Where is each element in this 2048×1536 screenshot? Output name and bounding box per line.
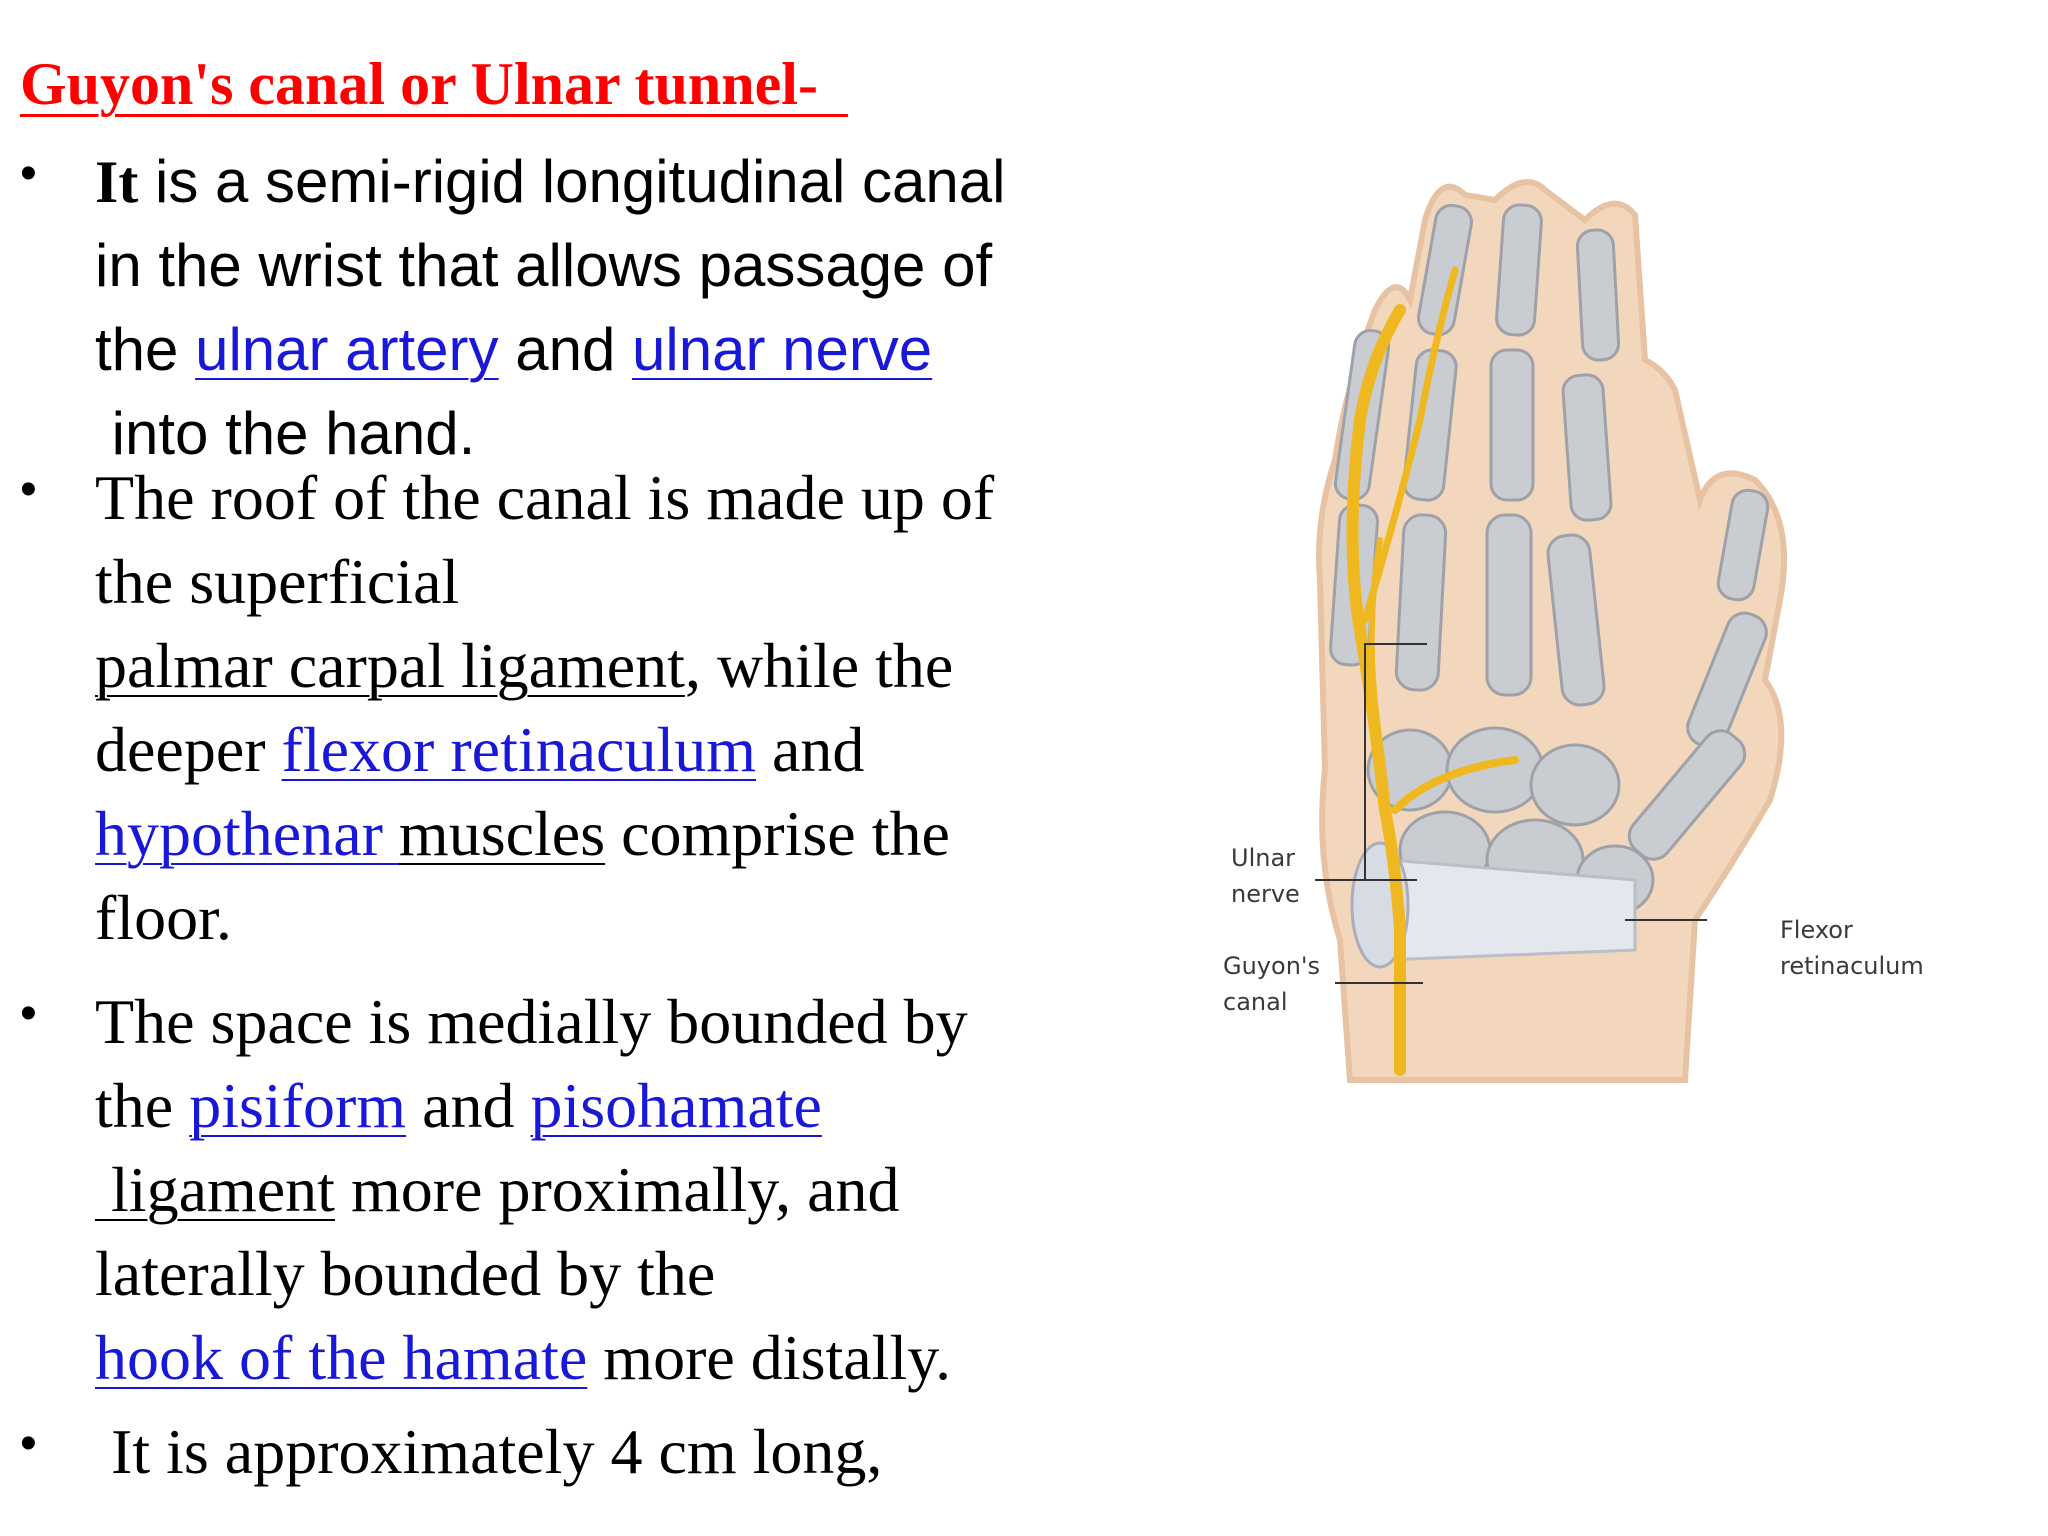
label-ulnar: Ulnar — [1231, 844, 1295, 872]
label-flexor: Flexor — [1780, 916, 1853, 944]
bullet-line: hook of the hamate more distally. — [95, 1316, 1130, 1400]
label-retinaculum: retinaculum — [1780, 952, 1924, 980]
text-segment: comprise the — [605, 798, 950, 869]
bold-text: It — [95, 149, 139, 215]
bullet-text: It is approximately 4 cm long, — [95, 1410, 1130, 1494]
bullet-line: in the wrist that allows passage of — [95, 224, 1130, 308]
bullet-text: It is a semi-rigid longitudinal canal in … — [95, 140, 1130, 476]
hyperlink[interactable]: hypothenar — [95, 798, 399, 869]
bullet-dot-icon: • — [20, 147, 37, 200]
bullet-line: It is approximately 4 cm long, — [95, 1410, 1130, 1494]
bullet-line: hypothenar muscles comprise the — [95, 792, 1130, 876]
underlined-term: ligament — [95, 1154, 335, 1225]
label-canal: canal — [1223, 988, 1288, 1016]
text-segment: floor. — [95, 882, 232, 953]
bullet-line: floor. — [95, 876, 1130, 960]
bullet-line: into the hand. — [95, 392, 1130, 476]
text-segment: is a semi-rigid longitudinal canal — [138, 148, 1006, 215]
hand-anatomy-illustration: Ulnar nerve Guyon's canal Flexor retinac… — [1223, 179, 1924, 1083]
bullet-line: deeper flexor retinaculum and — [95, 708, 1130, 792]
underlined-term: palmar carpal ligament — [95, 630, 685, 701]
text-segment: The space is medially bounded by — [95, 986, 968, 1057]
text-segment: deeper — [95, 714, 282, 785]
text-segment: laterally bounded by the — [95, 1238, 716, 1309]
text-segment: the superficial — [95, 546, 460, 617]
hyperlink[interactable]: ulnar artery — [195, 316, 499, 383]
bullet-line: It is a semi-rigid longitudinal canal — [95, 140, 1130, 224]
text-segment: It is approximately 4 cm long, — [95, 1416, 883, 1487]
text-segment: the — [95, 316, 196, 383]
bullet-line: palmar carpal ligament, while the — [95, 624, 1130, 708]
hyperlink[interactable]: pisohamate — [530, 1070, 822, 1141]
bullet-line: ligament more proximally, and — [95, 1148, 1130, 1232]
hyperlink[interactable]: ulnar nerve — [632, 316, 933, 383]
slide-title: Guyon's canal or Ulnar tunnel- — [20, 51, 848, 117]
text-segment: in the wrist that allows passage of — [95, 232, 993, 299]
label-nerve: nerve — [1231, 880, 1300, 908]
label-guyons: Guyon's — [1223, 952, 1320, 980]
bullet-line: the superficial — [95, 540, 1130, 624]
text-segment: more distally. — [587, 1322, 952, 1393]
bullet-line: the ulnar artery and ulnar nerve — [95, 308, 1130, 392]
underlined-term: muscles — [398, 798, 606, 869]
hyperlink[interactable]: flexor retinaculum — [281, 714, 756, 785]
hyperlink[interactable]: pisiform — [189, 1070, 407, 1141]
bullet-dot-icon: • — [20, 987, 37, 1040]
text-segment: and — [498, 316, 632, 383]
text-segment: and — [406, 1070, 531, 1141]
bullet-line: the pisiform and pisohamate — [95, 1064, 1130, 1148]
bullet-line: The roof of the canal is made up of — [95, 456, 1130, 540]
leader-lines — [1315, 643, 1707, 984]
text-segment: into the hand. — [95, 400, 476, 467]
bullet-line: laterally bounded by the — [95, 1232, 1130, 1316]
text-segment: , while the — [684, 630, 954, 701]
bullet-line: The space is medially bounded by — [95, 980, 1130, 1064]
bullet-dot-icon: • — [20, 463, 37, 516]
hyperlink[interactable]: hook of the hamate — [95, 1322, 588, 1393]
ulnar-nerve-paths — [1346, 266, 1519, 1076]
bullet-dot-icon: • — [20, 1417, 37, 1470]
text-segment: and — [756, 714, 865, 785]
hand-anatomy-figure: Ulnar nerve Guyon's canal Flexor retinac… — [1195, 160, 1955, 1120]
bullet-text: The roof of the canal is made up of the s… — [95, 456, 1130, 960]
text-segment: the — [95, 1070, 190, 1141]
text-segment: more proximally, and — [334, 1154, 900, 1225]
text-segment: The roof of the canal is made up of — [95, 462, 995, 533]
